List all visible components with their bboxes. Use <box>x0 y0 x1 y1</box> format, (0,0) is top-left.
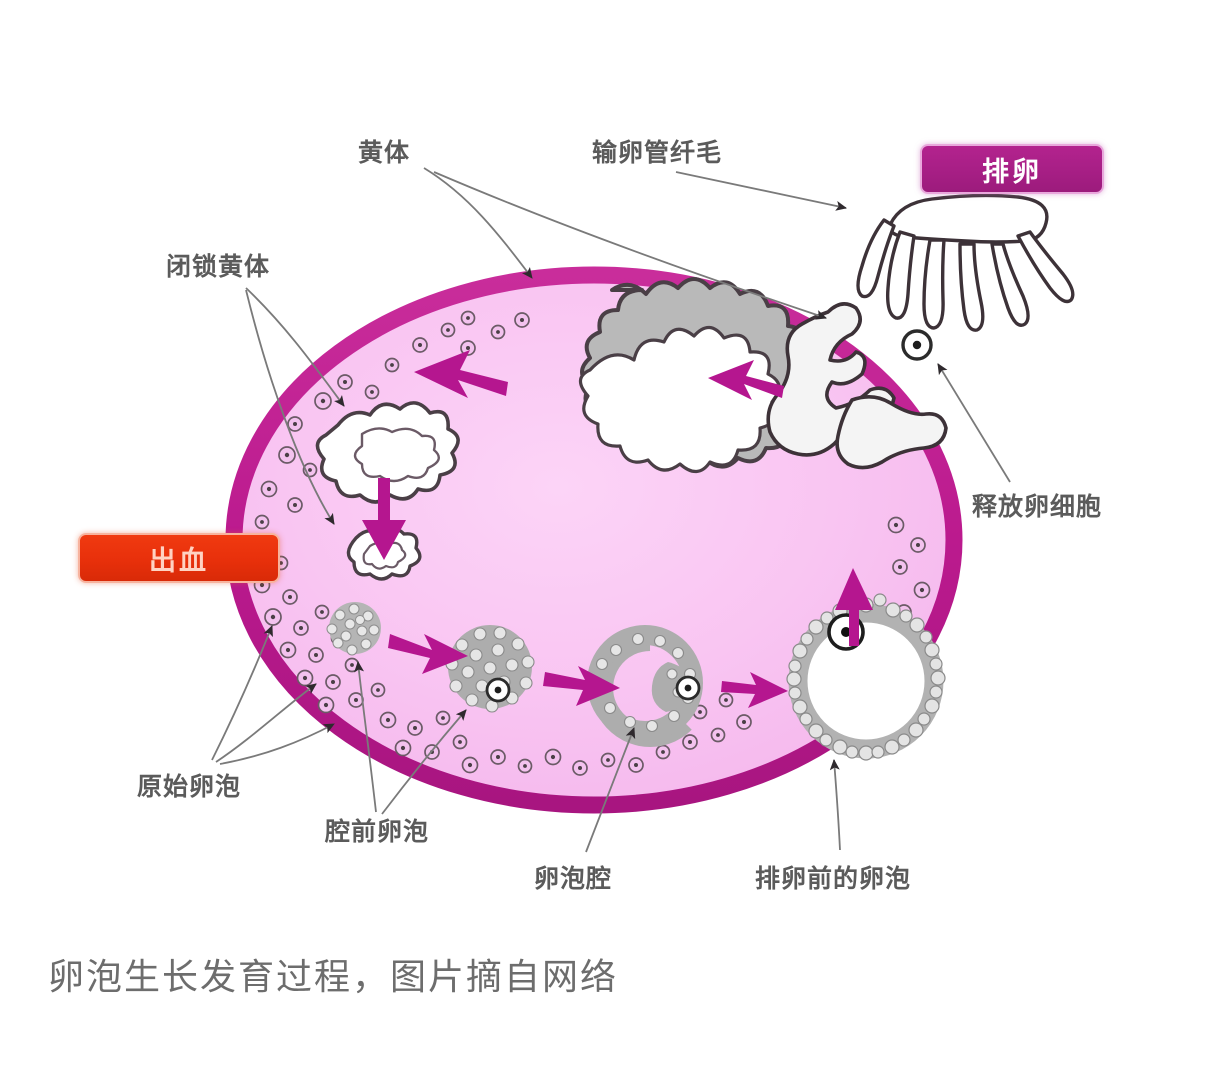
fimbria-3 <box>958 242 985 332</box>
preovulatory-follicle <box>786 593 946 761</box>
arrow-preantral-to-growing <box>388 634 468 674</box>
badge-bleeding[interactable]: 出血 <box>78 533 280 583</box>
leader-preantral-1 <box>354 661 377 813</box>
cycle-arrows <box>362 350 873 708</box>
arrow-rupture-to-luteum <box>708 360 784 400</box>
label-primordial-follicle: 原始卵泡 <box>137 773 242 801</box>
preantral-follicle-small <box>326 602 381 656</box>
fimbria-6 <box>856 218 896 299</box>
leader-primordial-3 <box>219 723 335 765</box>
leader-primordial-2 <box>215 683 317 763</box>
leader-preantral-2 <box>381 709 467 815</box>
growing-follicle-medium <box>445 625 535 713</box>
ruptured-follicle-structure <box>766 302 948 470</box>
label-preantral-follicle: 腔前卵泡 <box>325 818 430 846</box>
badge-ovulation[interactable]: 排卵 <box>920 144 1104 194</box>
figure-caption: 卵泡生长发育过程，图片摘自网络 <box>48 956 619 997</box>
ovary-diagram-svg <box>211 167 1075 853</box>
leader-corpus-luteum <box>423 167 533 279</box>
fimbria-2 <box>922 238 946 330</box>
leader-atretic-small <box>245 289 335 525</box>
released-oocyte <box>901 329 933 361</box>
leader-antrum <box>585 727 636 853</box>
label-atretic-corpus-luteum: 闭锁黄体 <box>166 253 271 281</box>
arrow-luteum-to-atretic <box>414 350 508 398</box>
ruptured-follicle-lower-lobe <box>835 395 948 470</box>
leader-preovulatory <box>829 759 841 851</box>
leader-corpus-luteum-secondary <box>433 171 827 320</box>
leader-primordial-1 <box>211 625 273 761</box>
leader-fallopian-cilia <box>675 171 847 211</box>
arrow-to-ovulation <box>835 568 873 646</box>
fimbria-5 <box>1016 230 1075 304</box>
leader-oocyte-release <box>937 363 1011 483</box>
atretic-luteum-inner <box>353 427 440 483</box>
atretic-corpus-luteum-large <box>315 401 460 504</box>
follicle-development-figure: 黄体 输卵管纤毛 闭锁黄体 释放卵细胞 原始卵泡 腔前卵泡 卵泡腔 排卵前的卵泡… <box>78 139 1104 893</box>
fimbria-4 <box>990 242 1030 327</box>
arrow-atretic-degenerate <box>362 478 406 560</box>
leader-atretic-large <box>245 287 345 407</box>
corpus-luteum-structure <box>578 277 816 474</box>
label-corpus-luteum: 黄体 <box>358 139 411 167</box>
arrow-antral-to-preovulatory <box>721 672 788 708</box>
label-preovulatory-follicle: 排卵前的卵泡 <box>755 865 912 893</box>
label-follicular-antrum: 卵泡腔 <box>534 865 613 893</box>
corpus-luteum-inner-cavity <box>578 325 781 474</box>
leader-lines <box>211 167 1011 853</box>
label-oocyte-release: 释放卵细胞 <box>972 493 1103 521</box>
fallopian-tube-fimbriae <box>856 193 1075 332</box>
arrow-growing-to-antral <box>543 666 620 706</box>
label-fallopian-tube-cilia: 输卵管纤毛 <box>592 139 723 167</box>
fimbria-1 <box>885 230 916 320</box>
